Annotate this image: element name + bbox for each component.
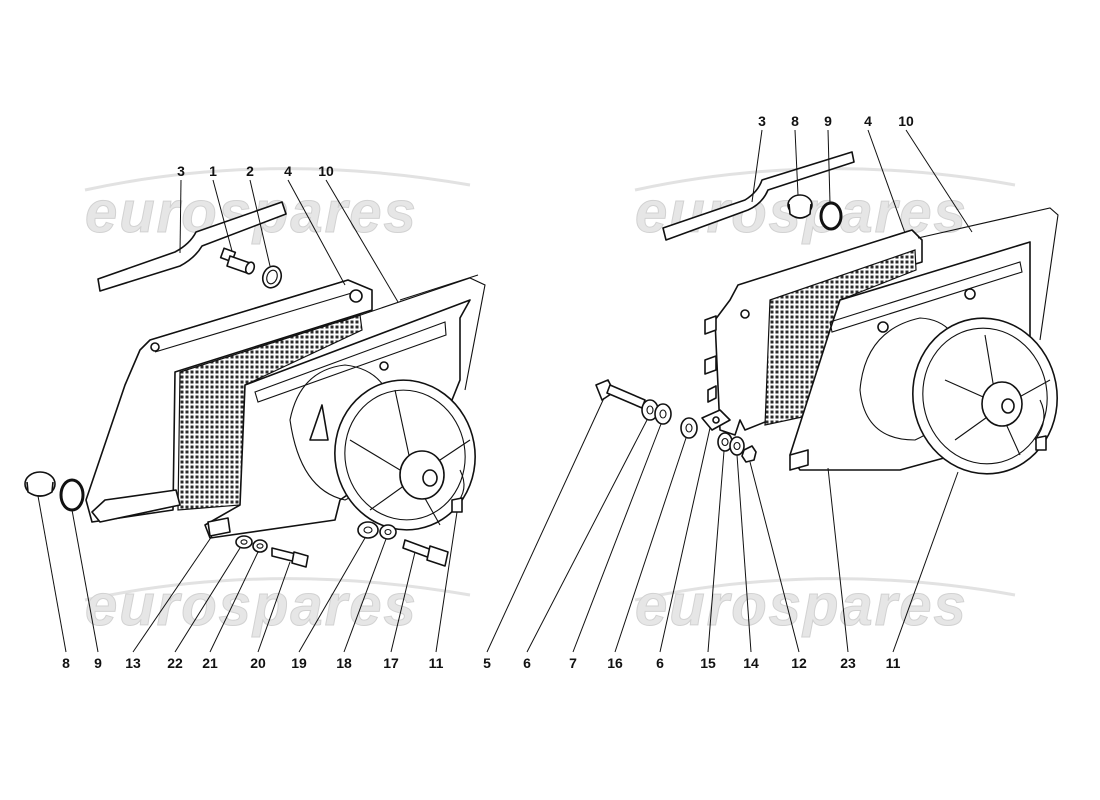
callout-label: 3 bbox=[177, 163, 185, 179]
left-bottom-labels: 8 9 13 22 21 20 19 18 17 11 bbox=[62, 655, 444, 671]
callout-label: 18 bbox=[336, 655, 352, 671]
callout-label: 10 bbox=[898, 113, 914, 129]
callout-label: 23 bbox=[840, 655, 856, 671]
washer-7 bbox=[654, 403, 672, 425]
watermark-text: eurospares bbox=[85, 573, 418, 638]
bolt-20 bbox=[271, 547, 309, 568]
right-assembly bbox=[595, 151, 1059, 475]
left-top-labels: 3 1 2 4 10 bbox=[177, 163, 334, 179]
leader-lines bbox=[37, 129, 973, 653]
watermark-text: eurospares bbox=[635, 573, 968, 638]
callout-label: 8 bbox=[791, 113, 799, 129]
washer-21 bbox=[252, 539, 268, 553]
washer-14 bbox=[729, 436, 745, 456]
callout-label: 10 bbox=[318, 163, 334, 179]
callout-label: 17 bbox=[383, 655, 399, 671]
callout-label: 6 bbox=[656, 655, 664, 671]
callout-label: 20 bbox=[250, 655, 266, 671]
callout-label: 12 bbox=[791, 655, 807, 671]
callout-label: 3 bbox=[758, 113, 766, 129]
callout-label: 4 bbox=[284, 163, 292, 179]
callout-label: 2 bbox=[246, 163, 254, 179]
right-top-labels: 3 8 9 4 10 bbox=[758, 113, 914, 129]
o-ring bbox=[819, 201, 843, 231]
o-ring bbox=[59, 478, 85, 512]
cooling-fan bbox=[912, 317, 1058, 475]
bolt-17 bbox=[402, 539, 449, 567]
bolt-5 bbox=[595, 379, 646, 409]
callout-label: 9 bbox=[824, 113, 832, 129]
callout-label: 13 bbox=[125, 655, 141, 671]
callout-label: 4 bbox=[864, 113, 872, 129]
callout-label: 16 bbox=[607, 655, 623, 671]
callout-label: 5 bbox=[483, 655, 491, 671]
radiator bbox=[85, 279, 373, 523]
callout-label: 7 bbox=[569, 655, 577, 671]
bracket-strip bbox=[97, 201, 287, 292]
callout-label: 19 bbox=[291, 655, 307, 671]
cap-plug bbox=[787, 194, 813, 219]
cap-plug bbox=[24, 471, 56, 497]
callout-label: 9 bbox=[94, 655, 102, 671]
left-assembly bbox=[24, 201, 486, 568]
temperature-sensor bbox=[219, 247, 256, 275]
bracket-strip bbox=[662, 151, 855, 241]
callout-label: 11 bbox=[429, 655, 444, 671]
callout-label: 1 bbox=[209, 163, 217, 179]
sealing-washer bbox=[261, 265, 283, 289]
cooling-fan bbox=[334, 379, 476, 531]
washer-6b bbox=[701, 409, 731, 431]
callout-label: 11 bbox=[886, 655, 901, 671]
callout-label: 22 bbox=[167, 655, 183, 671]
washer-16 bbox=[680, 417, 698, 439]
washer-22 bbox=[235, 535, 253, 549]
washer-19 bbox=[357, 521, 379, 539]
callout-label: 6 bbox=[523, 655, 531, 671]
callout-label: 21 bbox=[202, 655, 218, 671]
callout-label: 14 bbox=[743, 655, 759, 671]
callout-label: 8 bbox=[62, 655, 70, 671]
washer-18 bbox=[379, 524, 397, 540]
right-bottom-labels: 5 6 7 16 6 15 14 12 23 11 bbox=[483, 655, 901, 671]
nut-12 bbox=[741, 445, 757, 463]
callout-label: 15 bbox=[700, 655, 716, 671]
